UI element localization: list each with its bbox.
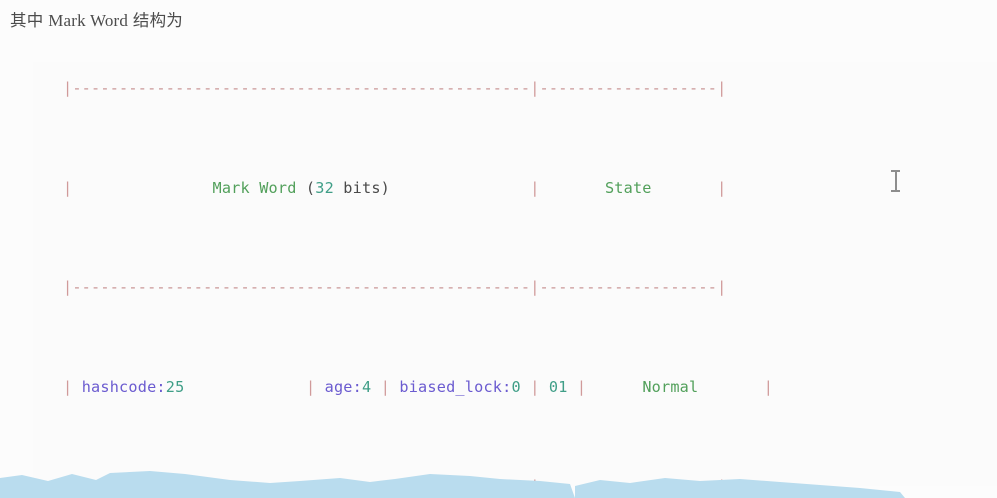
dash-run-left: ----------------------------------------… <box>72 278 531 297</box>
field-hashcode-val: 25 <box>165 377 185 396</box>
header-bits-open: ( <box>296 178 316 197</box>
header-left-pad2 <box>390 179 530 197</box>
field-hashcode: hashcode: <box>81 377 166 396</box>
row-bits: 01 <box>548 377 568 396</box>
code-block[interactable]: |---------------------------------------… <box>33 62 997 486</box>
page-title: 其中 Mark Word 结构为 <box>10 8 183 34</box>
dash-run-right: ------------------- <box>539 278 718 297</box>
header-state: State <box>604 178 652 197</box>
table-border-2: |---------------------------------------… <box>63 278 727 297</box>
dash-run-left: ----------------------------------------… <box>72 79 531 97</box>
header-bits-close: bits) <box>333 178 391 197</box>
row-pad <box>568 378 577 396</box>
row-pad <box>586 378 642 396</box>
row-state: Normal <box>642 377 699 396</box>
intro-prefix: 其中 <box>10 12 49 30</box>
dash-run-left: ----------------------------------------… <box>72 477 530 486</box>
field-age: age: <box>324 377 362 396</box>
table-header-row: | Mark Word (32 bits) | State | <box>63 178 727 197</box>
ascii-table[interactable]: |---------------------------------------… <box>33 62 997 486</box>
table-border-3: |---------------------------------------… <box>33 470 997 486</box>
header-bits-num: 32 <box>315 178 334 197</box>
field-biased-lock-val: 0 <box>511 377 521 396</box>
field-biased-lock: biased_lock: <box>399 377 512 396</box>
intro-suffix: 结构为 <box>128 12 183 30</box>
row-pad <box>184 378 305 396</box>
field-age-val: 4 <box>362 377 372 396</box>
header-right-pad <box>540 179 605 197</box>
row-pad <box>698 378 763 396</box>
table-row[interactable]: | hashcode:25 | age:4 | biased_lock:0 | … <box>63 377 774 396</box>
dash-run-right: ------------------- <box>540 477 718 486</box>
table-border-top: |---------------------------------------… <box>63 79 727 97</box>
header-left-pad <box>72 179 212 197</box>
intro-term: Mark Word <box>48 11 129 30</box>
header-mark-word: Mark Word <box>212 178 297 197</box>
header-right-pad2 <box>652 179 717 197</box>
dash-run-right: ------------------- <box>539 79 718 97</box>
